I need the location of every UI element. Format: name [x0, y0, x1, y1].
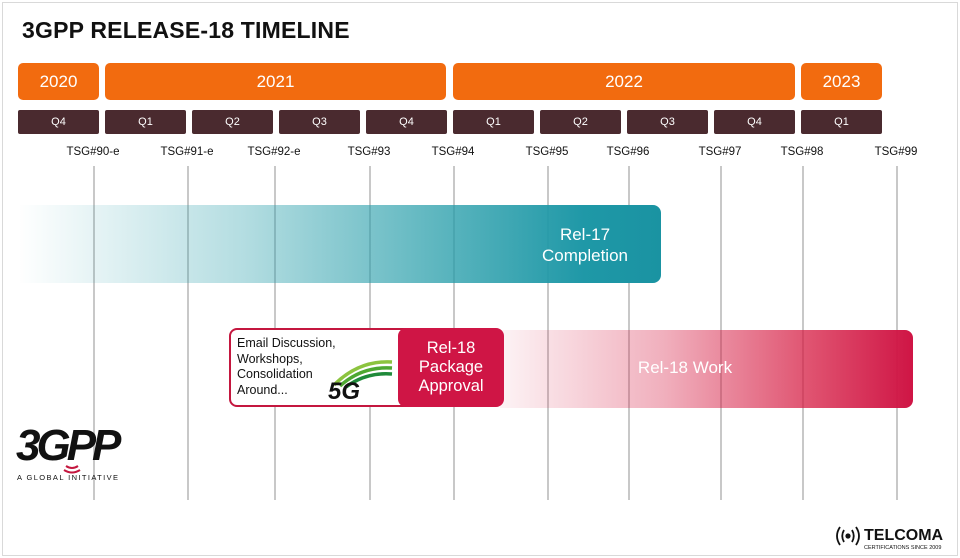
meeting-label: TSG#90-e: [66, 146, 120, 158]
quarter-bar: Q2: [540, 110, 621, 134]
year-label: 2022: [605, 71, 643, 91]
quarter-bar: Q3: [627, 110, 708, 134]
year-bar-2023: 2023: [801, 63, 882, 100]
telcoma-tagline: CERTIFICATIONS SINCE 2009: [864, 545, 941, 551]
quarter-bar: Q1: [105, 110, 186, 134]
rel18-package-approval-box: Rel-18 Package Approval: [398, 328, 504, 407]
quarter-label: Q2: [573, 116, 588, 128]
quarter-label: Q2: [225, 116, 240, 128]
approval-line: Package: [418, 358, 484, 376]
quarter-bar: Q4: [714, 110, 795, 134]
3gpp-tagline: A GLOBAL INITIATIVE: [17, 473, 119, 482]
meeting-label: TSG#91-e: [160, 146, 214, 158]
meeting-label: TSG#93: [347, 146, 391, 158]
meeting-label: TSG#95: [525, 146, 569, 158]
year-bar-2022: 2022: [453, 63, 795, 100]
quarter-label: Q4: [51, 116, 66, 128]
quarter-bar: Q1: [453, 110, 534, 134]
email-line: Consolidation: [237, 367, 313, 381]
quarter-bar: Q2: [192, 110, 273, 134]
rel17-line2: Completion: [542, 246, 628, 265]
meeting-line: [93, 166, 95, 500]
meeting-label: TSG#96: [606, 146, 650, 158]
rel18-work-label: Rel-18 Work: [637, 358, 733, 377]
telcoma-name: TELCOMA: [864, 527, 944, 544]
meeting-line: [187, 166, 189, 500]
quarter-label: Q1: [486, 116, 501, 128]
page-title: 3GPP RELEASE-18 TIMELINE: [22, 17, 350, 43]
year-label: 2020: [39, 71, 78, 91]
meeting-label: TSG#98: [780, 146, 824, 158]
approval-line: Approval: [418, 377, 484, 395]
rel18-work-band: [500, 330, 913, 408]
telcoma-logo-icon: TELCOMA CERTIFICATIONS SINCE 2009: [836, 526, 944, 551]
rel17-label: Rel-17 Completion: [522, 224, 648, 266]
email-line: Email Discussion,: [237, 336, 336, 350]
quarter-bar: Q4: [18, 110, 99, 134]
quarter-bar: Q4: [366, 110, 447, 134]
meeting-label: TSG#97: [698, 146, 742, 158]
approval-line: Rel-18: [426, 339, 476, 357]
meeting-label: TSG#94: [431, 146, 475, 158]
year-bar-2021: 2021: [105, 63, 446, 100]
3gpp-logo-text: 3GPP: [16, 421, 122, 470]
quarter-bar: Q1: [801, 110, 882, 134]
5g-logo-text: 5G: [328, 378, 360, 402]
quarter-label: Q3: [312, 116, 327, 128]
quarter-label: Q1: [138, 116, 153, 128]
year-label: 2021: [256, 71, 295, 91]
year-label: 2023: [822, 71, 861, 91]
3gpp-logo-icon: 3GPP A GLOBAL INITIATIVE: [16, 421, 126, 482]
quarter-label: Q3: [660, 116, 675, 128]
rel17-line1: Rel-17: [559, 225, 611, 244]
meeting-label: TSG#92-e: [247, 146, 301, 158]
quarter-bar: Q3: [279, 110, 360, 134]
5g-logo-icon: 5G: [328, 360, 393, 402]
email-discussion-text: Email Discussion, Workshops, Consolidati…: [237, 336, 357, 398]
email-line: Workshops,: [237, 351, 303, 366]
email-line: Around...: [237, 382, 288, 397]
quarter-label: Q1: [834, 116, 849, 128]
rel17-band: [18, 205, 661, 283]
quarter-label: Q4: [399, 116, 414, 128]
quarter-label: Q4: [747, 116, 762, 128]
meeting-label: TSG#99: [874, 146, 918, 158]
year-bar-2020: 2020: [18, 63, 99, 100]
